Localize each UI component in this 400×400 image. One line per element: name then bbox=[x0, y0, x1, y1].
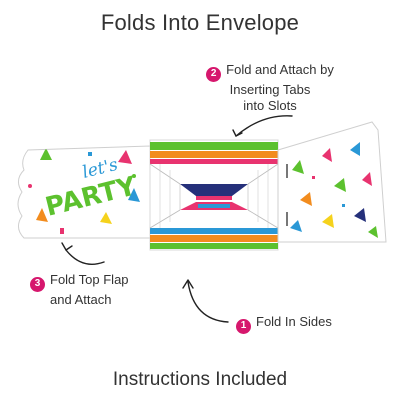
party-hat-icon bbox=[118, 150, 132, 164]
stripe-band bbox=[150, 142, 278, 150]
page-title: Folds Into Envelope bbox=[100, 10, 300, 35]
party-hat-icon bbox=[322, 214, 334, 228]
arrowhead bbox=[182, 279, 194, 289]
step-2-line-2: Inserting Tabs bbox=[229, 81, 311, 97]
confetti-shape bbox=[312, 176, 315, 179]
party-hat-icon bbox=[100, 212, 112, 224]
side-flap-panel bbox=[277, 121, 387, 243]
party-hat-icon bbox=[354, 208, 366, 222]
party-hat-icon bbox=[322, 148, 332, 162]
step-3-line-1: Fold Top Flap bbox=[50, 272, 129, 287]
confetti-shape bbox=[342, 204, 345, 207]
party-hat-icon bbox=[300, 192, 312, 206]
party-hat-icon bbox=[292, 160, 304, 174]
party-hat-icon bbox=[350, 142, 360, 156]
stripe-band bbox=[150, 235, 278, 242]
top-flap-panel: let's PARTY bbox=[17, 145, 151, 239]
arrow-step-2 bbox=[235, 115, 293, 137]
party-hat-icon bbox=[290, 220, 302, 232]
confetti-shape bbox=[28, 184, 32, 188]
party-hat-icon bbox=[40, 148, 52, 160]
step-number-badge: 1 bbox=[236, 318, 251, 334]
confetti-shape bbox=[88, 152, 92, 156]
slot-mark bbox=[286, 212, 288, 226]
arrow-step-3 bbox=[65, 249, 105, 265]
stripe-band bbox=[150, 243, 278, 249]
party-hat-icon bbox=[362, 172, 372, 186]
envelope-center-panel bbox=[149, 139, 279, 251]
party-hat-icon bbox=[36, 208, 48, 222]
step-2-line-1: Fold and Attach by bbox=[226, 62, 334, 77]
step-number-badge: 3 bbox=[30, 276, 45, 292]
arrow-step-1 bbox=[187, 281, 229, 323]
step-1-label: 1 Fold In Sides bbox=[236, 314, 366, 334]
stripe-band bbox=[150, 151, 278, 158]
step-3-label: 3 Fold Top Flap and Attach bbox=[30, 272, 150, 308]
step-2-label: 2 Fold and Attach by Inserting Tabs into … bbox=[180, 62, 360, 114]
arrowhead bbox=[232, 129, 243, 137]
step-3-line-2: and Attach bbox=[50, 291, 112, 307]
confetti-shape bbox=[132, 174, 136, 178]
slot-mark bbox=[286, 164, 288, 178]
step-1-line-1: Fold In Sides bbox=[256, 314, 332, 329]
inner-tab-top bbox=[180, 184, 248, 196]
footer-note: Instructions Included bbox=[112, 369, 288, 390]
step-2-line-3: into Slots bbox=[243, 97, 297, 113]
party-hat-icon bbox=[334, 178, 346, 192]
party-hat-icon bbox=[128, 188, 140, 202]
stripe-band bbox=[150, 228, 278, 234]
party-hat-icon bbox=[368, 226, 378, 238]
stripe-band bbox=[150, 159, 278, 164]
step-number-badge: 2 bbox=[206, 66, 222, 82]
arrowhead bbox=[61, 242, 73, 251]
confetti-shape bbox=[60, 228, 64, 234]
